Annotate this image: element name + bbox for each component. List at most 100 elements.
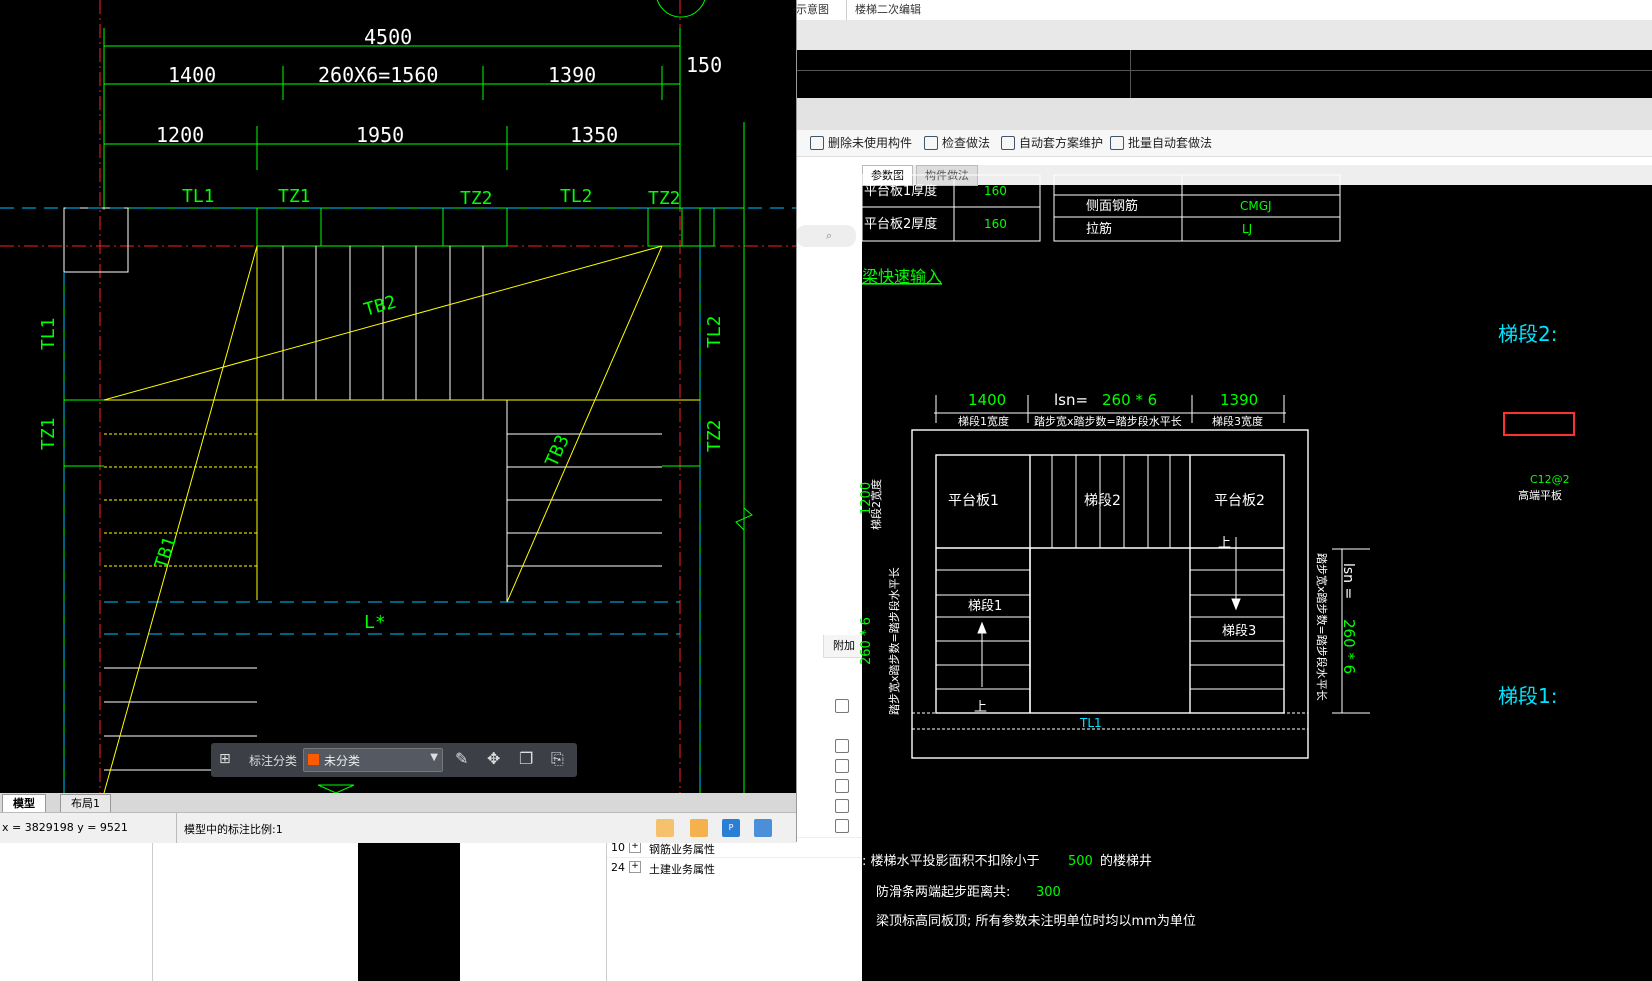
right-lsn-prefix: lsn = <box>1340 563 1356 599</box>
label-tl1-top: TL1 <box>182 186 215 207</box>
label-tz2-right: TZ2 <box>704 419 725 452</box>
delete-unused-label: 删除未使用构件 <box>828 136 913 150</box>
label-tz1-top: TZ1 <box>278 186 311 207</box>
annotation-category-label: 标注分类 <box>249 754 298 768</box>
category-select[interactable]: 未分类 ▼ <box>303 748 443 772</box>
dim-a: 1200 <box>156 123 204 147</box>
bg-search-input[interactable] <box>796 225 856 247</box>
checkbox[interactable] <box>835 699 849 713</box>
move-icon[interactable]: ✥ <box>487 749 501 768</box>
rebar-section-mark <box>1503 412 1575 436</box>
tl1-label: TL1 <box>1079 716 1102 730</box>
param-value[interactable]: CMGJ <box>1240 199 1272 213</box>
batch-icon <box>1110 135 1124 150</box>
note-2-value[interactable]: 300 <box>1036 885 1061 900</box>
column-header-extra: 附加 <box>823 635 864 658</box>
cad-drawing-window[interactable]: 4500 1400 260X6=1560 1390 150 1200 1950 … <box>0 0 797 843</box>
checkbox[interactable] <box>835 739 849 753</box>
label-tz2-top: TZ2 <box>460 188 493 209</box>
param-value[interactable]: 160 <box>984 184 1007 198</box>
tab-model[interactable]: 模型 <box>2 794 46 813</box>
annotation-scale: 模型中的标注比例:1 <box>184 823 283 836</box>
label-tl2-right: TL2 <box>704 315 725 348</box>
toolbar: 删除未使用构件 检查做法 自动套方案维护 批量自动套做法 <box>796 130 1652 157</box>
rebar-spec-label: C12@2 <box>1530 473 1570 486</box>
export-icon[interactable] <box>656 819 674 837</box>
check-method-button[interactable]: 检查做法 <box>924 134 990 151</box>
bg-lower-area <box>0 842 606 981</box>
tab-stair-edit[interactable]: 楼梯二次编辑 <box>846 0 921 20</box>
param-label: 平台板2厚度 <box>864 216 937 232</box>
import-icon[interactable] <box>690 819 708 837</box>
checkbox[interactable] <box>835 759 849 773</box>
beam-quick-input-link[interactable]: 梁快速输入 <box>862 267 942 286</box>
dim-caption-3: 梯段3宽度 <box>1212 414 1263 428</box>
left-caption-1: 梯段2宽度 <box>869 479 883 530</box>
param-value[interactable]: 160 <box>984 217 1007 231</box>
checkbox[interactable] <box>835 799 849 813</box>
dim-b: 1950 <box>356 123 404 147</box>
param-value[interactable]: LJ <box>1242 222 1252 236</box>
checkbox[interactable] <box>835 819 849 833</box>
dim-width-3[interactable]: 1390 <box>1220 391 1258 409</box>
ribbon-bar <box>796 98 1652 130</box>
param-label: 侧面钢筋 <box>1086 198 1138 214</box>
label-tb2: TB2 <box>362 292 399 321</box>
note-1-suffix: 的楼梯井 <box>1100 853 1152 869</box>
coordinate-readout: x = 3829198 y = 9521 <box>2 821 128 834</box>
category-select-value: 未分类 <box>324 754 361 768</box>
check-icon <box>924 135 938 150</box>
note-3: 梁顶标高同板顶; 所有参数未注明单位时均以mm为单位 <box>876 913 1196 929</box>
note-1-value[interactable]: 500 <box>1068 854 1093 869</box>
dim-caption-1: 梯段1宽度 <box>958 414 1009 428</box>
up-label-3: 上 <box>1218 536 1231 551</box>
param-label: 拉筋 <box>1086 221 1112 237</box>
row-label: 土建业务属性 <box>649 863 715 876</box>
copy-icon[interactable]: ❐ <box>519 749 534 768</box>
right-lsn-value[interactable]: 260 * 6 <box>1340 619 1358 674</box>
check-method-label: 检查做法 <box>942 136 991 150</box>
chevron-down-icon: ▼ <box>430 752 438 763</box>
label-tl2-top: TL2 <box>560 186 593 207</box>
row-number: 24 <box>611 861 625 874</box>
dim-side: 150 <box>686 53 722 77</box>
layout-tab-bar: 模型 布局1 <box>0 793 796 813</box>
annotation-toolbar: ⊞ 标注分类 未分类 ▼ ✎ ✥ ❐ ⎘ <box>211 743 577 777</box>
table-row[interactable]: 24 + 土建业务属性 <box>607 857 863 878</box>
left-dim-2[interactable]: 260 * 6 <box>859 617 874 665</box>
left-dim-1[interactable]: 1200 <box>859 482 874 515</box>
up-label-1: 上 <box>974 700 987 715</box>
edit-icon[interactable]: ✎ <box>455 749 469 768</box>
color-swatch <box>308 754 319 765</box>
row-number: 10 <box>611 841 625 854</box>
snap-icon[interactable]: P <box>722 819 740 837</box>
expand-icon[interactable]: + <box>629 861 641 873</box>
dim-c: 1350 <box>570 123 618 147</box>
stair-segment-1-label: 梯段1 <box>968 599 1002 614</box>
label-tb3: TB3 <box>541 432 573 470</box>
tab-layout1[interactable]: 布局1 <box>60 794 111 813</box>
segment2-label: 梯段2: <box>1498 322 1557 346</box>
platform-slab-2-label: 平台板2 <box>1214 493 1265 509</box>
stair-segment-2-label: 梯段2 <box>1084 493 1121 509</box>
dim-lsn-value[interactable]: 260 * 6 <box>1102 391 1157 409</box>
batch-auto-label: 批量自动套做法 <box>1128 136 1213 150</box>
preview-strip <box>796 50 1652 98</box>
delete-icon <box>810 135 824 150</box>
checkbox[interactable] <box>835 779 849 793</box>
status-bar: x = 3829198 y = 9521 模型中的标注比例:1 P <box>0 812 796 843</box>
delete-unused-button[interactable]: 删除未使用构件 <box>810 134 912 151</box>
note-2: 防滑条两端起步距离共: <box>876 884 1010 900</box>
window-icon[interactable] <box>754 819 772 837</box>
tab-schematic[interactable]: 示意图 <box>796 3 829 16</box>
paste-icon[interactable]: ⎘ <box>551 749 564 768</box>
batch-auto-button[interactable]: 批量自动套做法 <box>1110 134 1212 151</box>
plan-icon <box>1001 135 1015 150</box>
auto-plan-button[interactable]: 自动套方案维护 <box>1001 134 1103 151</box>
label-tz2-top-right: TZ2 <box>648 188 681 209</box>
dim-width-1[interactable]: 1400 <box>968 391 1006 409</box>
cad-canvas[interactable]: 4500 1400 260X6=1560 1390 150 1200 1950 … <box>0 0 796 801</box>
grid-icon[interactable]: ⊞ <box>219 751 231 767</box>
label-l-star: L* <box>364 612 386 633</box>
stair-param-diagram: 平台板1厚度 160 平台板2厚度 160 侧面钢筋 CMGJ 拉筋 LJ 梁快… <box>859 174 1575 929</box>
